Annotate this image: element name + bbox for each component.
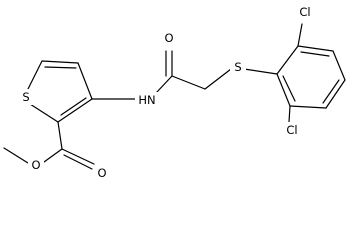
methyl-ester [3, 121, 95, 170]
bond-aryl-c3-c4 [332, 50, 346, 81]
bond-ester-carbon-o-single [43, 148, 63, 163]
thiophene-ring [27, 60, 93, 123]
bond-s-aryl [243, 68, 278, 75]
amide-nitrogen-label: HN [138, 93, 155, 107]
bond-c2-ester-carbon [57, 121, 63, 150]
structure-diagram: S HN O S Cl Cl O O [3, 4, 346, 181]
atom-labels: S HN O S Cl Cl O O [18, 4, 316, 181]
bond-aryl-c5-c6 [289, 105, 327, 109]
bond-ring-c4-c3 [77, 62, 93, 100]
bond-carbonyl-ch2 [171, 75, 206, 90]
dichlorophenyl-ring [276, 23, 346, 123]
bond-n-carbonyl [155, 75, 173, 94]
thioether-sulfur-label: S [234, 60, 241, 74]
bond-ring-c5-c4 [41, 60, 79, 64]
bond-ester-carbon-o-double [61, 148, 95, 165]
bond-ester-carbon-o-double-2 [63, 154, 93, 170]
bond-ring-c3-c2 [57, 98, 93, 123]
bond-ring-c3-c2-double [60, 97, 87, 116]
ester-oxygen-double-label: O [97, 166, 106, 180]
ester-oxygen-single-label: O [31, 158, 40, 172]
sulfur-ring-label: S [22, 90, 29, 104]
bond-aryl-c2-c3-double [300, 51, 330, 57]
amide-oxygen-label: O [164, 31, 173, 45]
bond-aryl-c6-c1-double [282, 75, 296, 102]
bond-ring-c5-c4-double [44, 66, 77, 69]
bond-ring-s-c5 [27, 60, 43, 90]
bond-o-methyl [3, 147, 29, 164]
amide-linker [91, 50, 278, 100]
bond-ring-c2-s [29, 103, 59, 123]
bond-aryl-c4-c5 [325, 79, 346, 109]
bond-aryl-cl-bottom [288, 105, 291, 123]
bond-aryl-cl-top [297, 23, 303, 47]
chlorine-top-label: Cl [299, 5, 310, 19]
bond-ch2-s [204, 68, 232, 90]
chlorine-bottom-label: Cl [286, 123, 297, 137]
bond-aryl-c6-c1 [276, 73, 291, 107]
bond-aryl-c1-c2 [276, 45, 299, 75]
bond-aryl-c2-c3 [297, 45, 334, 52]
bond-aryl-c4-c5-double [322, 79, 340, 104]
